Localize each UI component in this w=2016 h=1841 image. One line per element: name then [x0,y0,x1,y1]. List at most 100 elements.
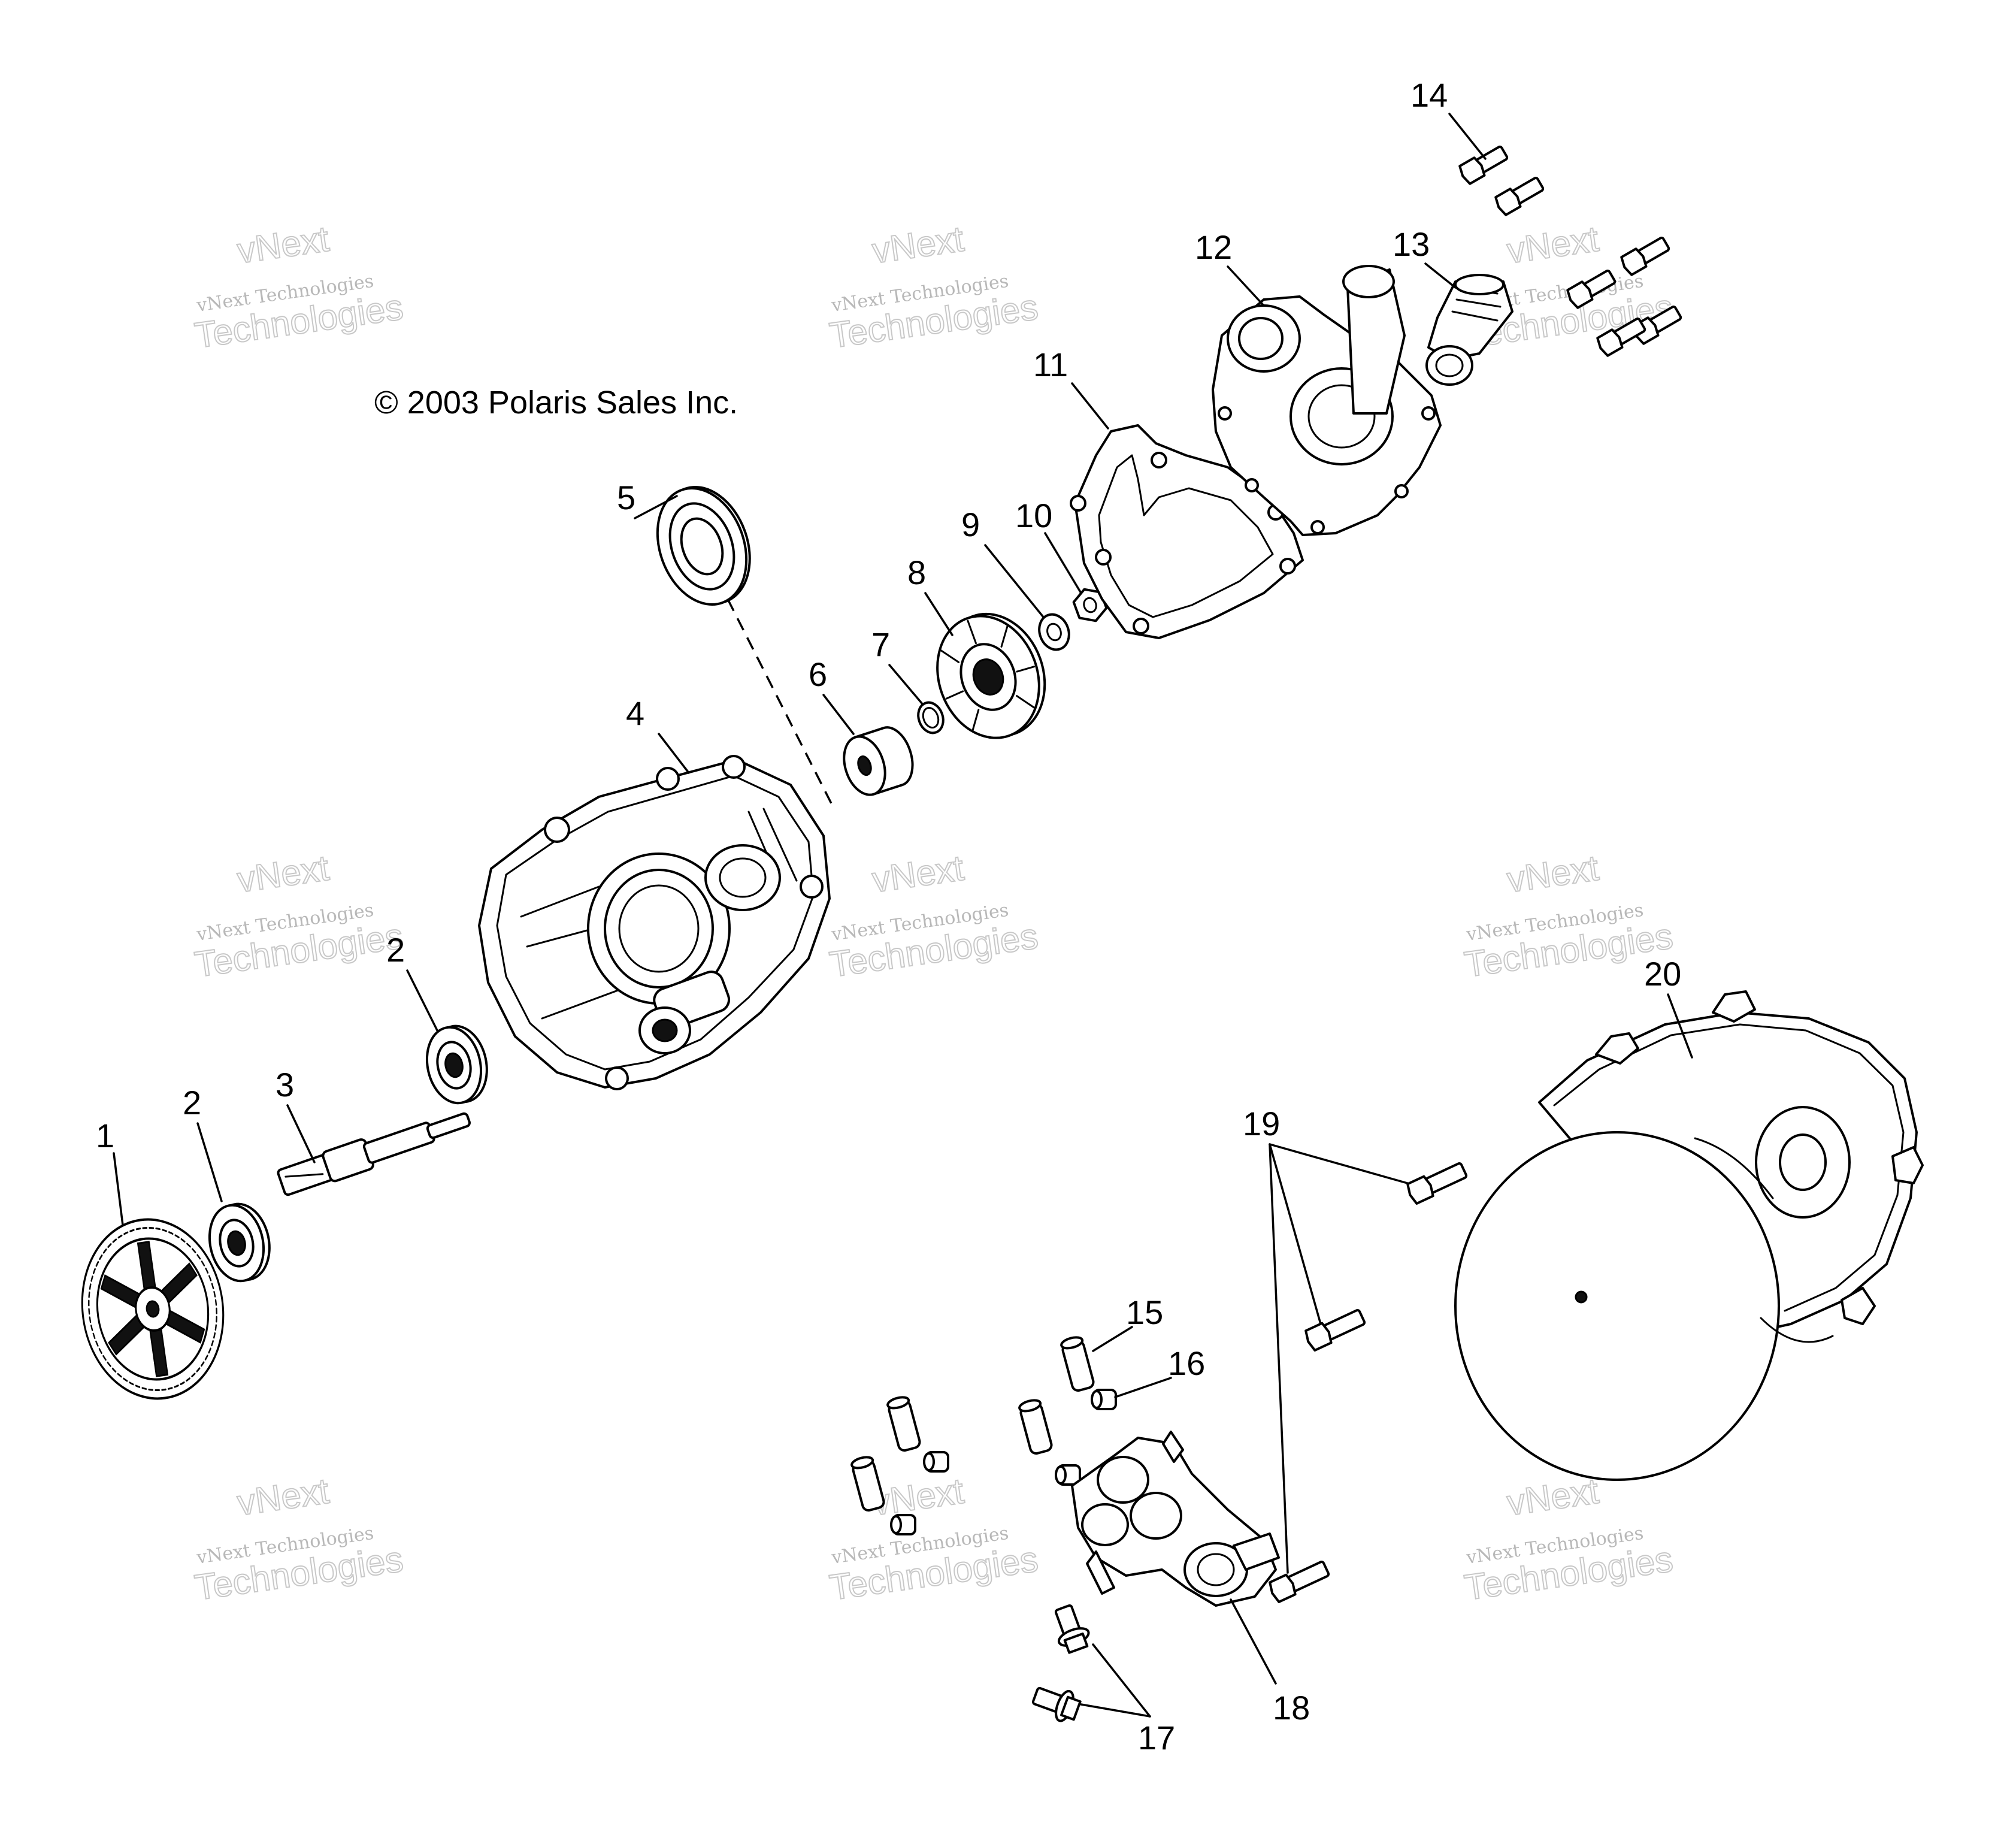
small-bushing [1055,1464,1081,1486]
part-5-seal [656,485,751,606]
callout-11: 11 [1033,346,1068,383]
dowel-pin [850,1456,885,1512]
bolt [1458,146,1509,185]
callout-17: 17 [1138,1719,1175,1757]
callout-1: 1 [96,1117,114,1154]
cover-mount-bosses [1595,990,1924,1325]
part-3-shaft [277,1112,471,1196]
callout-18: 18 [1273,1689,1310,1727]
part-11-gasket [1070,424,1304,639]
dowel-pin [1060,1336,1095,1392]
leader-17-b [1080,1703,1151,1718]
cover-contour-line [1694,1137,1774,1199]
bolt [1596,318,1646,357]
part-10-nut [1072,588,1108,622]
callout-10: 10 [1015,497,1052,534]
gasket-inner-edge [1098,454,1274,618]
watermark-line1: vNext [1505,1471,1602,1523]
fitting-base-ring [1425,345,1473,386]
leader-16 [1114,1377,1172,1398]
callout-6: 6 [809,655,827,693]
leader-8 [924,592,953,636]
leader-7 [888,664,924,705]
leader-17-a [1092,1643,1151,1718]
callout-19: 19 [1243,1105,1280,1142]
cover-shell-back [1538,1011,1918,1337]
part-6-bushing [843,726,914,796]
leader-18 [1230,1598,1277,1685]
leader-20 [1667,993,1693,1059]
copyright-notice: © 2003 Polaris Sales Inc. [374,385,738,421]
cover-outlet-neck [1342,265,1406,415]
oil-pump-port [1097,1456,1149,1504]
cover-center-hole [1575,1290,1588,1304]
bolt [1304,1309,1366,1352]
watermark-bottom-left: vNext vNext Technologies Technologies [192,1470,406,1609]
bolt [1406,1162,1468,1205]
watermark-mid-center: vNext vNext Technologies Technologies [827,847,1041,986]
leader-5-axis-dash [727,598,834,806]
dowel-pin [1018,1399,1053,1455]
part-2-bearing-upper [425,1024,488,1105]
watermark-line1: vNext [870,1471,967,1523]
housing-flange-edge [496,775,815,1071]
callout-8: 8 [907,554,926,591]
leader-1 [113,1152,124,1226]
callout-12: 12 [1195,228,1232,266]
watermark-top-left: vNext vNext Technologies Technologies [192,218,406,356]
callout-20: 20 [1644,955,1681,993]
callout-4: 4 [626,694,644,732]
leader-14 [1448,113,1487,160]
leader-2-lower [196,1122,223,1202]
watermark-top-center: vNext vNext Technologies Technologies [827,218,1041,356]
part-13-hose-fitting [1425,274,1513,386]
part-20-engine-cover [1454,990,1924,1481]
bolt [1269,1561,1330,1603]
watermark-line1: vNext [870,219,967,271]
bolt [1566,270,1617,309]
part-8-impeller [936,612,1046,739]
bushing-bore [857,755,872,776]
gear-hub-bore [146,1300,160,1318]
fitting-tip [1454,274,1505,295]
part-1-gear [81,1218,225,1400]
leader-6 [822,694,855,735]
oil-pump-lever [1233,1532,1280,1571]
small-bushing [923,1451,949,1473]
flange-bolt [1031,1686,1082,1722]
oil-pump-nipple [1162,1431,1184,1463]
gasket-outline [1074,424,1304,639]
leader-13 [1424,262,1457,289]
part-16-bushings [890,1389,1117,1535]
housing-outlet-port [704,844,781,911]
cover-bolt-holes [1218,406,1436,534]
leader-11 [1071,382,1109,430]
callout-5: 5 [617,479,635,516]
callout-3: 3 [276,1066,294,1104]
leader-lines [113,113,1693,1718]
callout-14: 14 [1410,76,1448,114]
part-18-oil-pump [1071,1431,1280,1607]
callout-9: 9 [961,506,980,543]
callout-15: 15 [1126,1293,1163,1331]
watermark-bottom-right: vNext vNext Technologies Technologies [1461,1470,1676,1609]
cover-outlet-opening [1342,265,1395,298]
part-7-o-ring [917,701,945,734]
leader-2-upper [406,969,438,1032]
part-14-bolts [1458,146,1682,357]
watermark-bottom-center: vNext vNext Technologies Technologies [827,1470,1041,1609]
callout-13: 13 [1393,225,1430,263]
watermark-line1: vNext [235,219,332,271]
callout-7: 7 [871,625,890,663]
oil-pump-port [1081,1503,1129,1546]
leader-12 [1227,265,1265,307]
housing-inlet-fitting [638,971,731,1054]
gasket-bolt-holes [1070,452,1296,634]
cover-bolt-port [1238,317,1284,360]
part-12-pump-cover [1212,265,1442,536]
part-19-bolts [1269,1162,1468,1603]
callout-labels: 1 2 3 2 4 5 6 7 8 9 10 11 12 13 14 15 16… [96,76,1681,1757]
callout-2-upper: 2 [386,931,405,969]
leader-19-a [1269,1143,1409,1184]
